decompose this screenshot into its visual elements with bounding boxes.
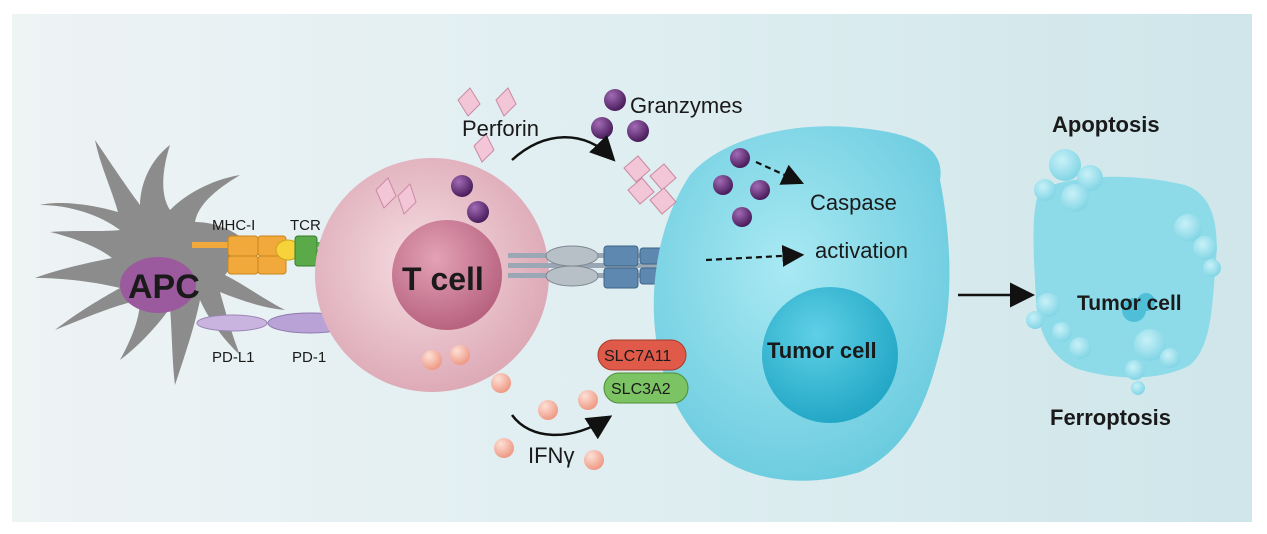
ifng-dot	[422, 350, 442, 370]
activation-label: activation	[815, 238, 908, 263]
tcr-label: TCR	[290, 217, 321, 234]
slc7a11-label: SLC7A11	[604, 348, 671, 365]
tcr-block	[294, 235, 318, 267]
perforin-shape	[623, 155, 651, 183]
t-cell: T cell	[315, 158, 549, 392]
t-cell-label: T cell	[402, 261, 484, 297]
caspase-label: Caspase	[810, 190, 897, 215]
bleb	[1077, 165, 1103, 191]
perforin-shape	[649, 187, 677, 215]
bleb	[1069, 337, 1091, 359]
perforin-shape	[457, 87, 481, 117]
mhc-label: MHC-I	[212, 217, 255, 234]
perforin-shape	[649, 163, 677, 191]
bleb	[1174, 214, 1202, 242]
bleb	[1203, 259, 1221, 277]
slc3a2-shape	[603, 372, 689, 404]
granzyme-dot	[750, 180, 770, 200]
slc3a2-label: SLC3A2	[611, 381, 671, 398]
bleb	[1134, 329, 1166, 361]
perforin-label: Perforin	[462, 116, 539, 141]
bleb	[1125, 360, 1145, 380]
perforin-shape	[397, 183, 417, 215]
bleb	[1061, 184, 1089, 212]
pd1-label: PD-1	[292, 349, 326, 366]
tumor-cell-label: Tumor cell	[767, 338, 877, 363]
ifng-dot	[578, 390, 598, 410]
tumor-cell-right-label: Tumor cell	[1077, 292, 1182, 315]
dashed-arrow	[705, 244, 805, 267]
granzyme-dot	[451, 175, 473, 197]
granzyme-dot	[730, 148, 750, 168]
apoptosis-label: Apoptosis	[1052, 112, 1160, 137]
receptor-grey	[545, 245, 599, 267]
granzyme-dot	[604, 89, 626, 111]
bleb	[1160, 348, 1180, 368]
apc-nucleus	[120, 257, 196, 313]
bleb	[1052, 322, 1072, 342]
dying-nucleus	[1137, 293, 1155, 311]
mhc-tcr-complex: MHC-I TCR	[192, 217, 347, 275]
granzyme-dot	[591, 117, 613, 139]
dashed-arrow	[755, 160, 805, 185]
ifng-release: IFNγ	[491, 373, 613, 470]
bleb	[1049, 149, 1081, 181]
slc-transporter: SLC7A11 SLC3A2	[597, 339, 689, 404]
ifng-dot	[584, 450, 604, 470]
bleb	[1026, 311, 1044, 329]
perforin-shape	[473, 133, 495, 163]
granzyme-dot	[467, 201, 489, 223]
caspase-activation: Caspase activation	[705, 160, 908, 267]
t-cell-nucleus	[392, 220, 502, 330]
receptor-grey	[545, 265, 599, 287]
ifng-dot	[494, 438, 514, 458]
receptor-blue	[603, 245, 639, 267]
granzyme-dot	[627, 120, 649, 142]
cell-receptor-pair	[508, 245, 669, 289]
pdl1-shape	[196, 314, 268, 332]
perforin-shape	[627, 177, 655, 205]
granzyme-dot	[732, 207, 752, 227]
bleb	[1131, 381, 1145, 395]
ifng-dot	[538, 400, 558, 420]
ifng-dot	[491, 373, 511, 393]
tumor-cell: Tumor cell	[623, 126, 950, 481]
tumor-cell-nucleus	[762, 287, 898, 423]
mhc-block	[227, 235, 259, 257]
bleb	[1193, 236, 1217, 260]
ifng-label: IFNγ	[528, 443, 574, 468]
apc-label: APC	[128, 268, 200, 306]
pdl1-label: PD-L1	[212, 349, 255, 366]
release-arrow	[511, 134, 616, 162]
dying-tumor-cell: Apoptosis Tumor cell Ferroptosis	[1026, 112, 1221, 430]
perforin-shape	[375, 177, 397, 209]
ferroptosis-label: Ferroptosis	[1050, 405, 1171, 430]
perforin-granzyme-release: Perforin Granzymes	[457, 87, 742, 163]
granzymes-label: Granzymes	[630, 93, 742, 118]
bleb	[1036, 293, 1060, 317]
ifng-dot	[450, 345, 470, 365]
bleb	[1034, 179, 1056, 201]
granzyme-dot	[713, 175, 733, 195]
slc7a11-shape	[597, 339, 687, 371]
dying-tumor-body	[1033, 176, 1217, 378]
perforin-shape	[495, 87, 517, 117]
ifng-arrow	[510, 414, 613, 440]
